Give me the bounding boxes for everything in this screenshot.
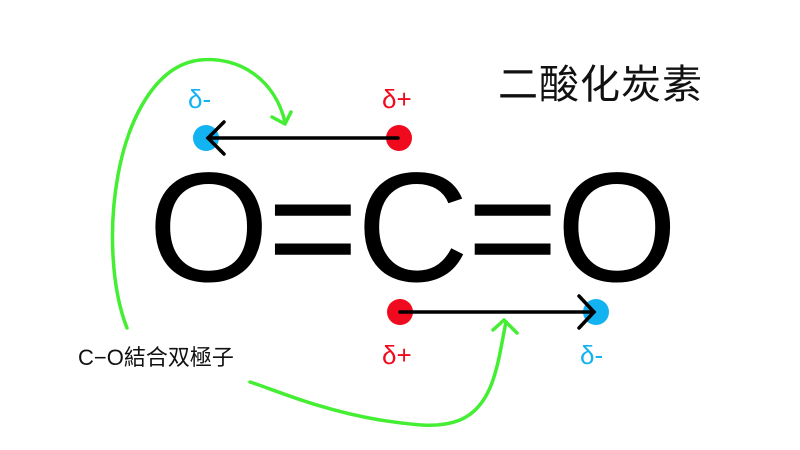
bottom-dipole-arrow [398,294,597,330]
bottom-delta-negative: δ- [580,340,604,370]
top-delta-negative: δ- [188,84,212,114]
annotation-arrow-bottom [248,318,519,427]
top-delta-positive: δ+ [382,84,412,114]
dipole-label: C−O結合双極子 [78,345,234,370]
top-dipole-arrow [205,120,400,156]
annotation-arrow-top [110,57,293,330]
bottom-delta-positive: δ+ [382,340,412,370]
co2-structural-formula: O=C=O [148,141,678,315]
diagram-title: 二酸化炭素 [498,62,703,108]
